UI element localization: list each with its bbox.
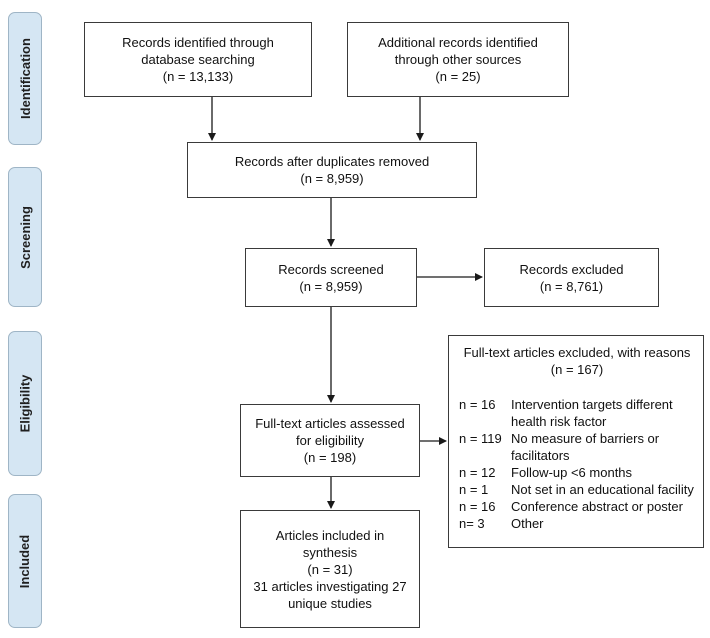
stage-identification-label: Identification xyxy=(17,38,33,119)
exclusion-reason-text: No measure of barriers or facilitators xyxy=(511,431,660,463)
included-line1: Articles included in xyxy=(275,527,385,543)
exclusion-reason: n = 12 Follow-up <6 months xyxy=(459,464,695,481)
box-after-duplicates: Records after duplicates removed (n = 8,… xyxy=(187,142,477,198)
stage-screening-label: Screening xyxy=(17,205,33,269)
box-records-screened: Records screened (n = 8,959) xyxy=(245,248,417,307)
included-count: (n = 31) xyxy=(307,561,353,577)
included-line3: 31 articles investigating 27 xyxy=(253,578,407,594)
exclusion-reason-count: n = 12 xyxy=(459,465,496,480)
stage-screening: Screening xyxy=(8,167,42,307)
other-sources-line2: through other sources xyxy=(394,52,522,67)
exclusion-reason: n= 3 Other xyxy=(459,515,695,532)
exclusion-reason-text: Follow-up <6 months xyxy=(511,465,633,480)
full-text-assessed-line2: for eligibility xyxy=(296,433,364,448)
database-search-line2: database searching xyxy=(141,52,255,67)
exclusion-reason-count: n = 16 xyxy=(459,499,496,514)
full-text-excluded-count: (n = 167) xyxy=(550,362,604,377)
exclusion-reason-count: n = 1 xyxy=(459,482,489,497)
records-screened-line1: Records screened xyxy=(278,261,384,277)
included-line2: synthesis xyxy=(302,544,358,560)
database-search-line1: Records identified through xyxy=(122,35,274,50)
full-text-excluded-title: Full-text articles excluded, with reason… xyxy=(463,345,691,360)
exclusion-reason: n = 16 Conference abstract or poster xyxy=(459,498,695,515)
full-text-assessed-line1: Full-text articles assessed xyxy=(255,416,405,431)
exclusion-reason: n = 16 Intervention targets different he… xyxy=(459,396,695,430)
box-database-search: Records identified through database sear… xyxy=(84,22,312,97)
exclusion-reason-text: Intervention targets different health ri… xyxy=(511,397,673,429)
records-screened-count: (n = 8,959) xyxy=(299,278,363,294)
stage-included-label: Included xyxy=(17,534,33,588)
stage-identification: Identification xyxy=(8,12,42,145)
exclusion-reason-count: n = 16 xyxy=(459,397,496,412)
box-full-text-excluded: Full-text articles excluded, with reason… xyxy=(448,335,704,548)
exclusion-reason-text: Other xyxy=(511,516,544,531)
box-other-sources: Additional records identified through ot… xyxy=(347,22,569,97)
records-excluded-count: (n = 8,761) xyxy=(539,278,604,294)
stage-included: Included xyxy=(8,494,42,628)
other-sources-line1: Additional records identified xyxy=(378,35,538,50)
exclusion-reason-text: Conference abstract or poster xyxy=(511,499,683,514)
stage-eligibility: Eligibility xyxy=(8,331,42,476)
after-duplicates-line1: Records after duplicates removed xyxy=(234,154,430,169)
box-records-excluded: Records excluded (n = 8,761) xyxy=(484,248,659,307)
after-duplicates-count: (n = 8,959) xyxy=(300,171,364,186)
included-line4: unique studies xyxy=(288,595,372,611)
exclusion-reason: n = 119 No measure of barriers or facili… xyxy=(459,430,695,464)
box-included: Articles included in synthesis (n = 31) … xyxy=(240,510,420,628)
exclusion-reason-count: n= 3 xyxy=(459,516,485,531)
database-search-count: (n = 13,133) xyxy=(162,69,234,84)
stage-eligibility-label: Eligibility xyxy=(17,374,33,433)
other-sources-count: (n = 25) xyxy=(435,69,481,84)
exclusion-reason: n = 1 Not set in an educational facility xyxy=(459,481,695,498)
exclusion-reason-count: n = 119 xyxy=(459,431,502,446)
full-text-assessed-count: (n = 198) xyxy=(303,450,357,465)
records-excluded-line1: Records excluded xyxy=(519,261,624,277)
exclusion-reason-text: Not set in an educational facility xyxy=(511,482,694,497)
box-full-text-assessed: Full-text articles assessed for eligibil… xyxy=(240,404,420,477)
